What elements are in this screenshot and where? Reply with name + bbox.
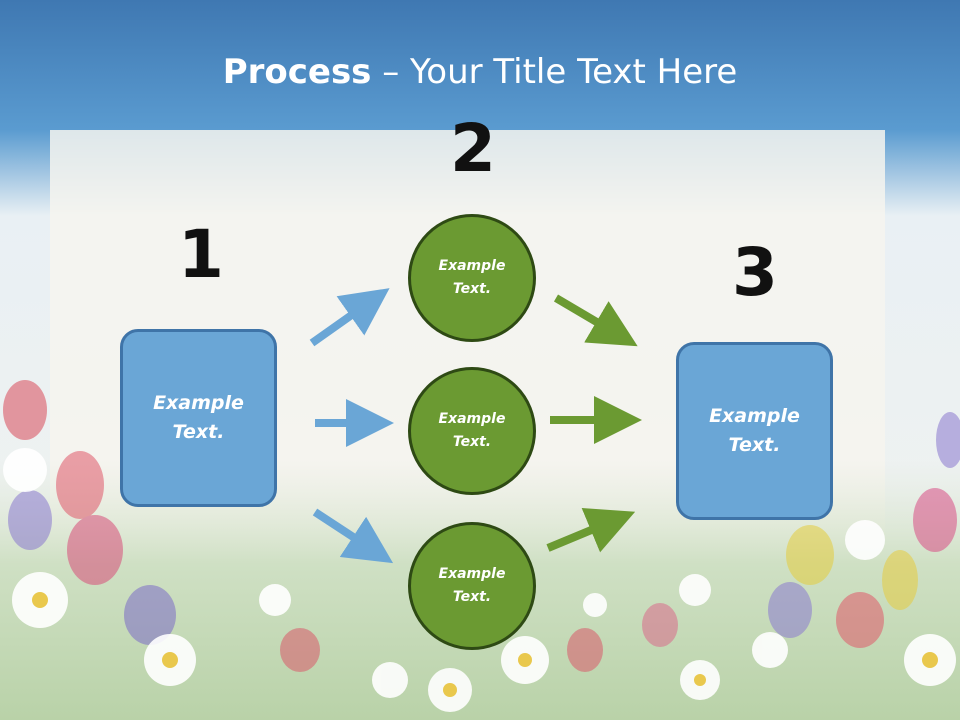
circle-text-line: Example (438, 411, 506, 427)
box-text-line: Text. (728, 434, 781, 456)
slide-title: Process – Your Title Text Here (0, 52, 960, 92)
title-bold: Process (222, 52, 372, 92)
box-text-line: Example (153, 392, 244, 414)
circle-text-line: Example (438, 258, 506, 274)
step-number-3: 3 (732, 234, 778, 311)
arrow-to-top-circle (309, 288, 390, 347)
step-number-1: 1 (178, 216, 224, 293)
circle-text-line: Text. (452, 434, 492, 450)
circle-text-line: Example (438, 566, 506, 582)
arrow-from-top-circle (553, 294, 638, 347)
arrow-to-bottom-circle (312, 508, 394, 564)
circle-text-line: Text. (452, 589, 492, 605)
circle-text-line: Text. (452, 281, 492, 297)
title-rest: – Your Title Text Here (371, 52, 738, 92)
step-number-2: 2 (450, 110, 496, 187)
box-text-line: Example (709, 405, 800, 427)
arrow-from-bottom-circle (546, 508, 636, 553)
box-text-line: Text. (172, 421, 225, 443)
